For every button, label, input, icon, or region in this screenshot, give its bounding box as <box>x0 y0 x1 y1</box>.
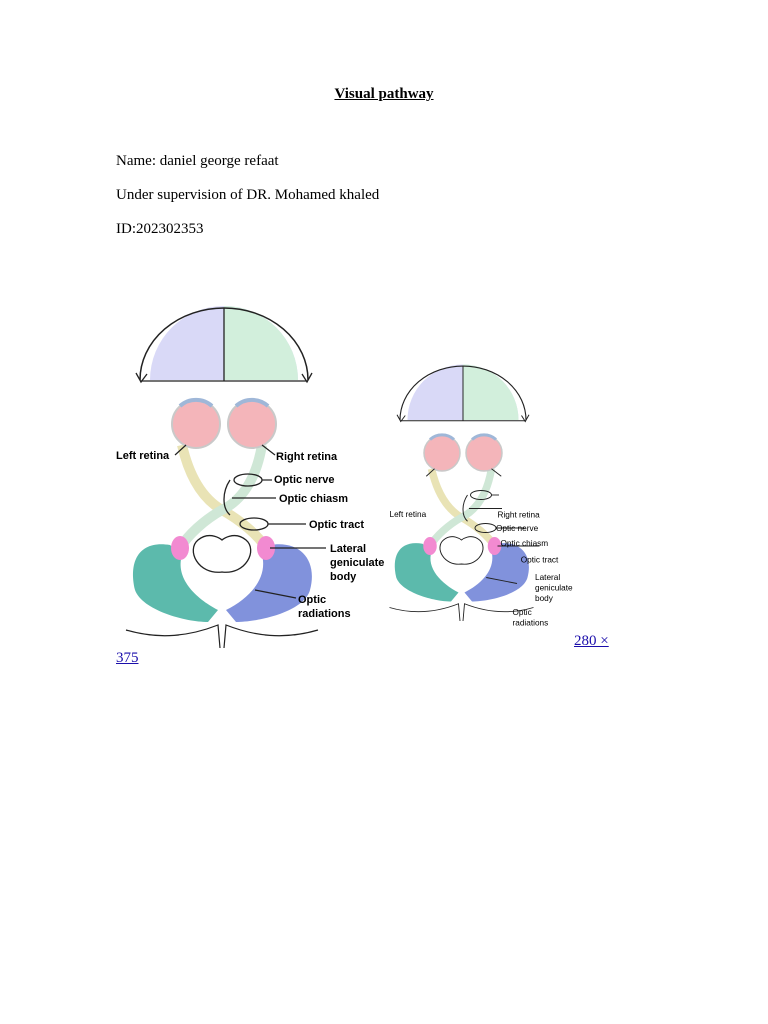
document-title: Visual pathway <box>334 86 434 102</box>
supervisor-line: Under supervision of DR. Mohamed khaled <box>116 187 380 203</box>
label-radiations-line2: radiations <box>298 608 351 620</box>
label-lgb-line1: Lateral <box>330 543 366 555</box>
label-right-retina-small: Right retina <box>498 511 541 520</box>
label-optic-nerve-small: Optic nerve <box>496 524 539 533</box>
label-lgb-line3: body <box>330 571 357 583</box>
image-size-link-part1[interactable]: 280 × <box>574 633 609 649</box>
label-left-retina-small: Left retina <box>390 510 427 519</box>
label-lgb-line3-small: body <box>535 594 554 603</box>
label-optic-nerve: Optic nerve <box>274 474 335 486</box>
label-lgb-line2: geniculate <box>330 557 384 569</box>
label-radiations-line2-small: radiations <box>513 619 549 628</box>
visual-pathway-diagram-large: Left retina Right retina Optic nerve Opt… <box>116 306 384 648</box>
label-radiations-line1: Optic <box>298 594 326 606</box>
diagram-artwork-small <box>390 365 540 622</box>
visual-pathway-diagram-small: Left retina Right retina Optic nerve Opt… <box>390 365 573 628</box>
label-right-retina: Right retina <box>276 451 338 463</box>
label-lgb-line1-small: Lateral <box>535 573 560 582</box>
label-optic-chiasm-small: Optic chiasm <box>501 539 549 548</box>
student-name-line: Name: daniel george refaat <box>116 153 279 169</box>
label-radiations-line1-small: Optic <box>513 608 532 617</box>
label-optic-chiasm: Optic chiasm <box>279 493 348 505</box>
label-optic-tract-small: Optic tract <box>521 556 559 565</box>
student-id-line: ID:202302353 <box>116 221 204 237</box>
image-size-link-part2[interactable]: 375 <box>116 650 139 666</box>
label-optic-tract: Optic tract <box>309 519 364 531</box>
label-lgb-line2-small: geniculate <box>535 583 573 592</box>
label-left-retina: Left retina <box>116 450 170 462</box>
